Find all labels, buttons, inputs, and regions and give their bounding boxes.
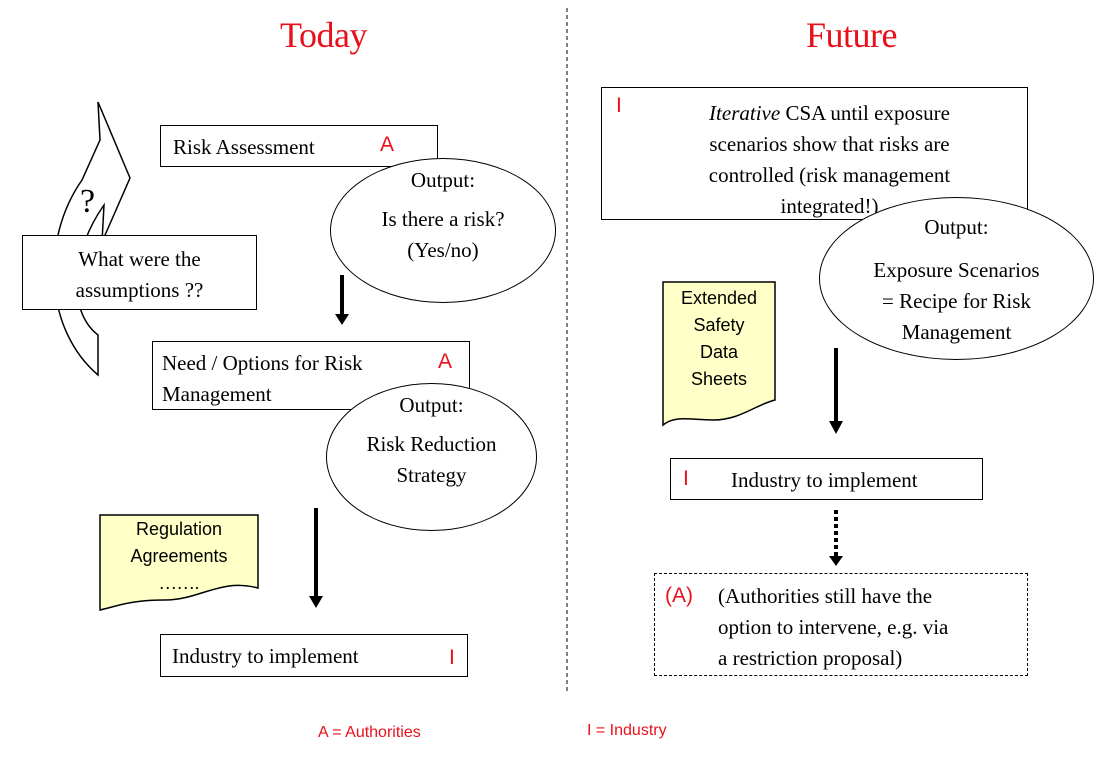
esds-line1: Extended	[680, 288, 758, 308]
iterative-line1-rest: CSA until exposure	[780, 101, 950, 125]
future-output-title: Output:	[924, 215, 989, 239]
iterative-italic: Iterative	[709, 101, 781, 125]
risk-assessment-label: Risk Assessment	[173, 135, 315, 159]
regulation-line3: …….	[158, 573, 200, 593]
assumptions-line1: What were the	[78, 247, 201, 271]
assumptions-line2: assumptions ??	[75, 278, 204, 302]
esds-line4: Sheets	[690, 369, 748, 389]
future-output-line2: = Recipe for Risk	[882, 289, 1031, 313]
need-options-line1: Need / Options for Risk	[162, 351, 363, 375]
industry-implement-future-label: Industry to implement	[731, 468, 918, 492]
risk-assessment-tag: A	[380, 133, 395, 156]
legend-authorities: A = Authorities	[318, 724, 421, 741]
output-ellipse-exposure: Output: Exposure Scenarios = Recipe for …	[819, 197, 1094, 360]
future-output-line3: Management	[901, 320, 1012, 344]
iterative-line4: integrated!)	[780, 194, 879, 218]
regulation-line2: Agreements	[130, 546, 228, 566]
esds-document-shape	[662, 281, 776, 427]
esds-line3: Data	[699, 342, 739, 362]
iterative-tag: I	[616, 94, 622, 117]
output-ellipse-strategy: Output: Risk Reduction Strategy	[326, 383, 537, 531]
assumptions-box: What were the assumptions ??	[22, 235, 257, 310]
industry-implement-future-box: Industry to implement	[670, 458, 983, 500]
output2-line2: Strategy	[396, 463, 467, 487]
legend-industry: I = Industry	[587, 722, 667, 739]
question-mark: ?	[80, 183, 96, 220]
output2-title: Output:	[399, 393, 464, 417]
industry-implement-today-label: Industry to implement	[172, 644, 359, 668]
industry-implement-today-tag: I	[449, 646, 455, 669]
heading-today: Today	[280, 15, 367, 55]
output-ellipse-risk: Output: Is there a risk? (Yes/no)	[330, 158, 556, 303]
output1-line2: (Yes/no)	[407, 238, 479, 262]
authorities-line3: a restriction proposal)	[718, 646, 903, 670]
authorities-box: (Authorities still have the option to in…	[654, 573, 1028, 676]
output2-line1: Risk Reduction	[366, 432, 497, 456]
industry-implement-today-box: Industry to implement	[160, 634, 468, 677]
iterative-line3: controlled (risk management	[708, 163, 951, 187]
risk-assessment-box: Risk Assessment	[160, 125, 438, 167]
regulation-line1: Regulation	[135, 519, 223, 539]
need-options-tag: A	[438, 350, 453, 373]
authorities-line1: (Authorities still have the	[718, 584, 933, 608]
industry-implement-future-tag: I	[683, 467, 689, 490]
future-output-line1: Exposure Scenarios	[873, 258, 1040, 282]
heading-future: Future	[806, 15, 898, 55]
need-options-line2: Management	[162, 382, 272, 406]
authorities-line2: option to intervene, e.g. via	[718, 615, 949, 639]
regulation-document-shape	[99, 514, 259, 611]
esds-line2: Safety	[693, 315, 745, 335]
authorities-tag: (A)	[665, 584, 693, 607]
iterative-line1: Iterative CSA until exposure	[632, 98, 1027, 129]
esds-document: Extended Safety Data Sheets	[663, 285, 775, 393]
output1-line1: Is there a risk?	[381, 207, 505, 231]
output1-title: Output:	[410, 168, 476, 192]
regulation-document: Regulation Agreements …….	[100, 516, 258, 597]
iterative-line2: scenarios show that risks are	[709, 132, 950, 156]
